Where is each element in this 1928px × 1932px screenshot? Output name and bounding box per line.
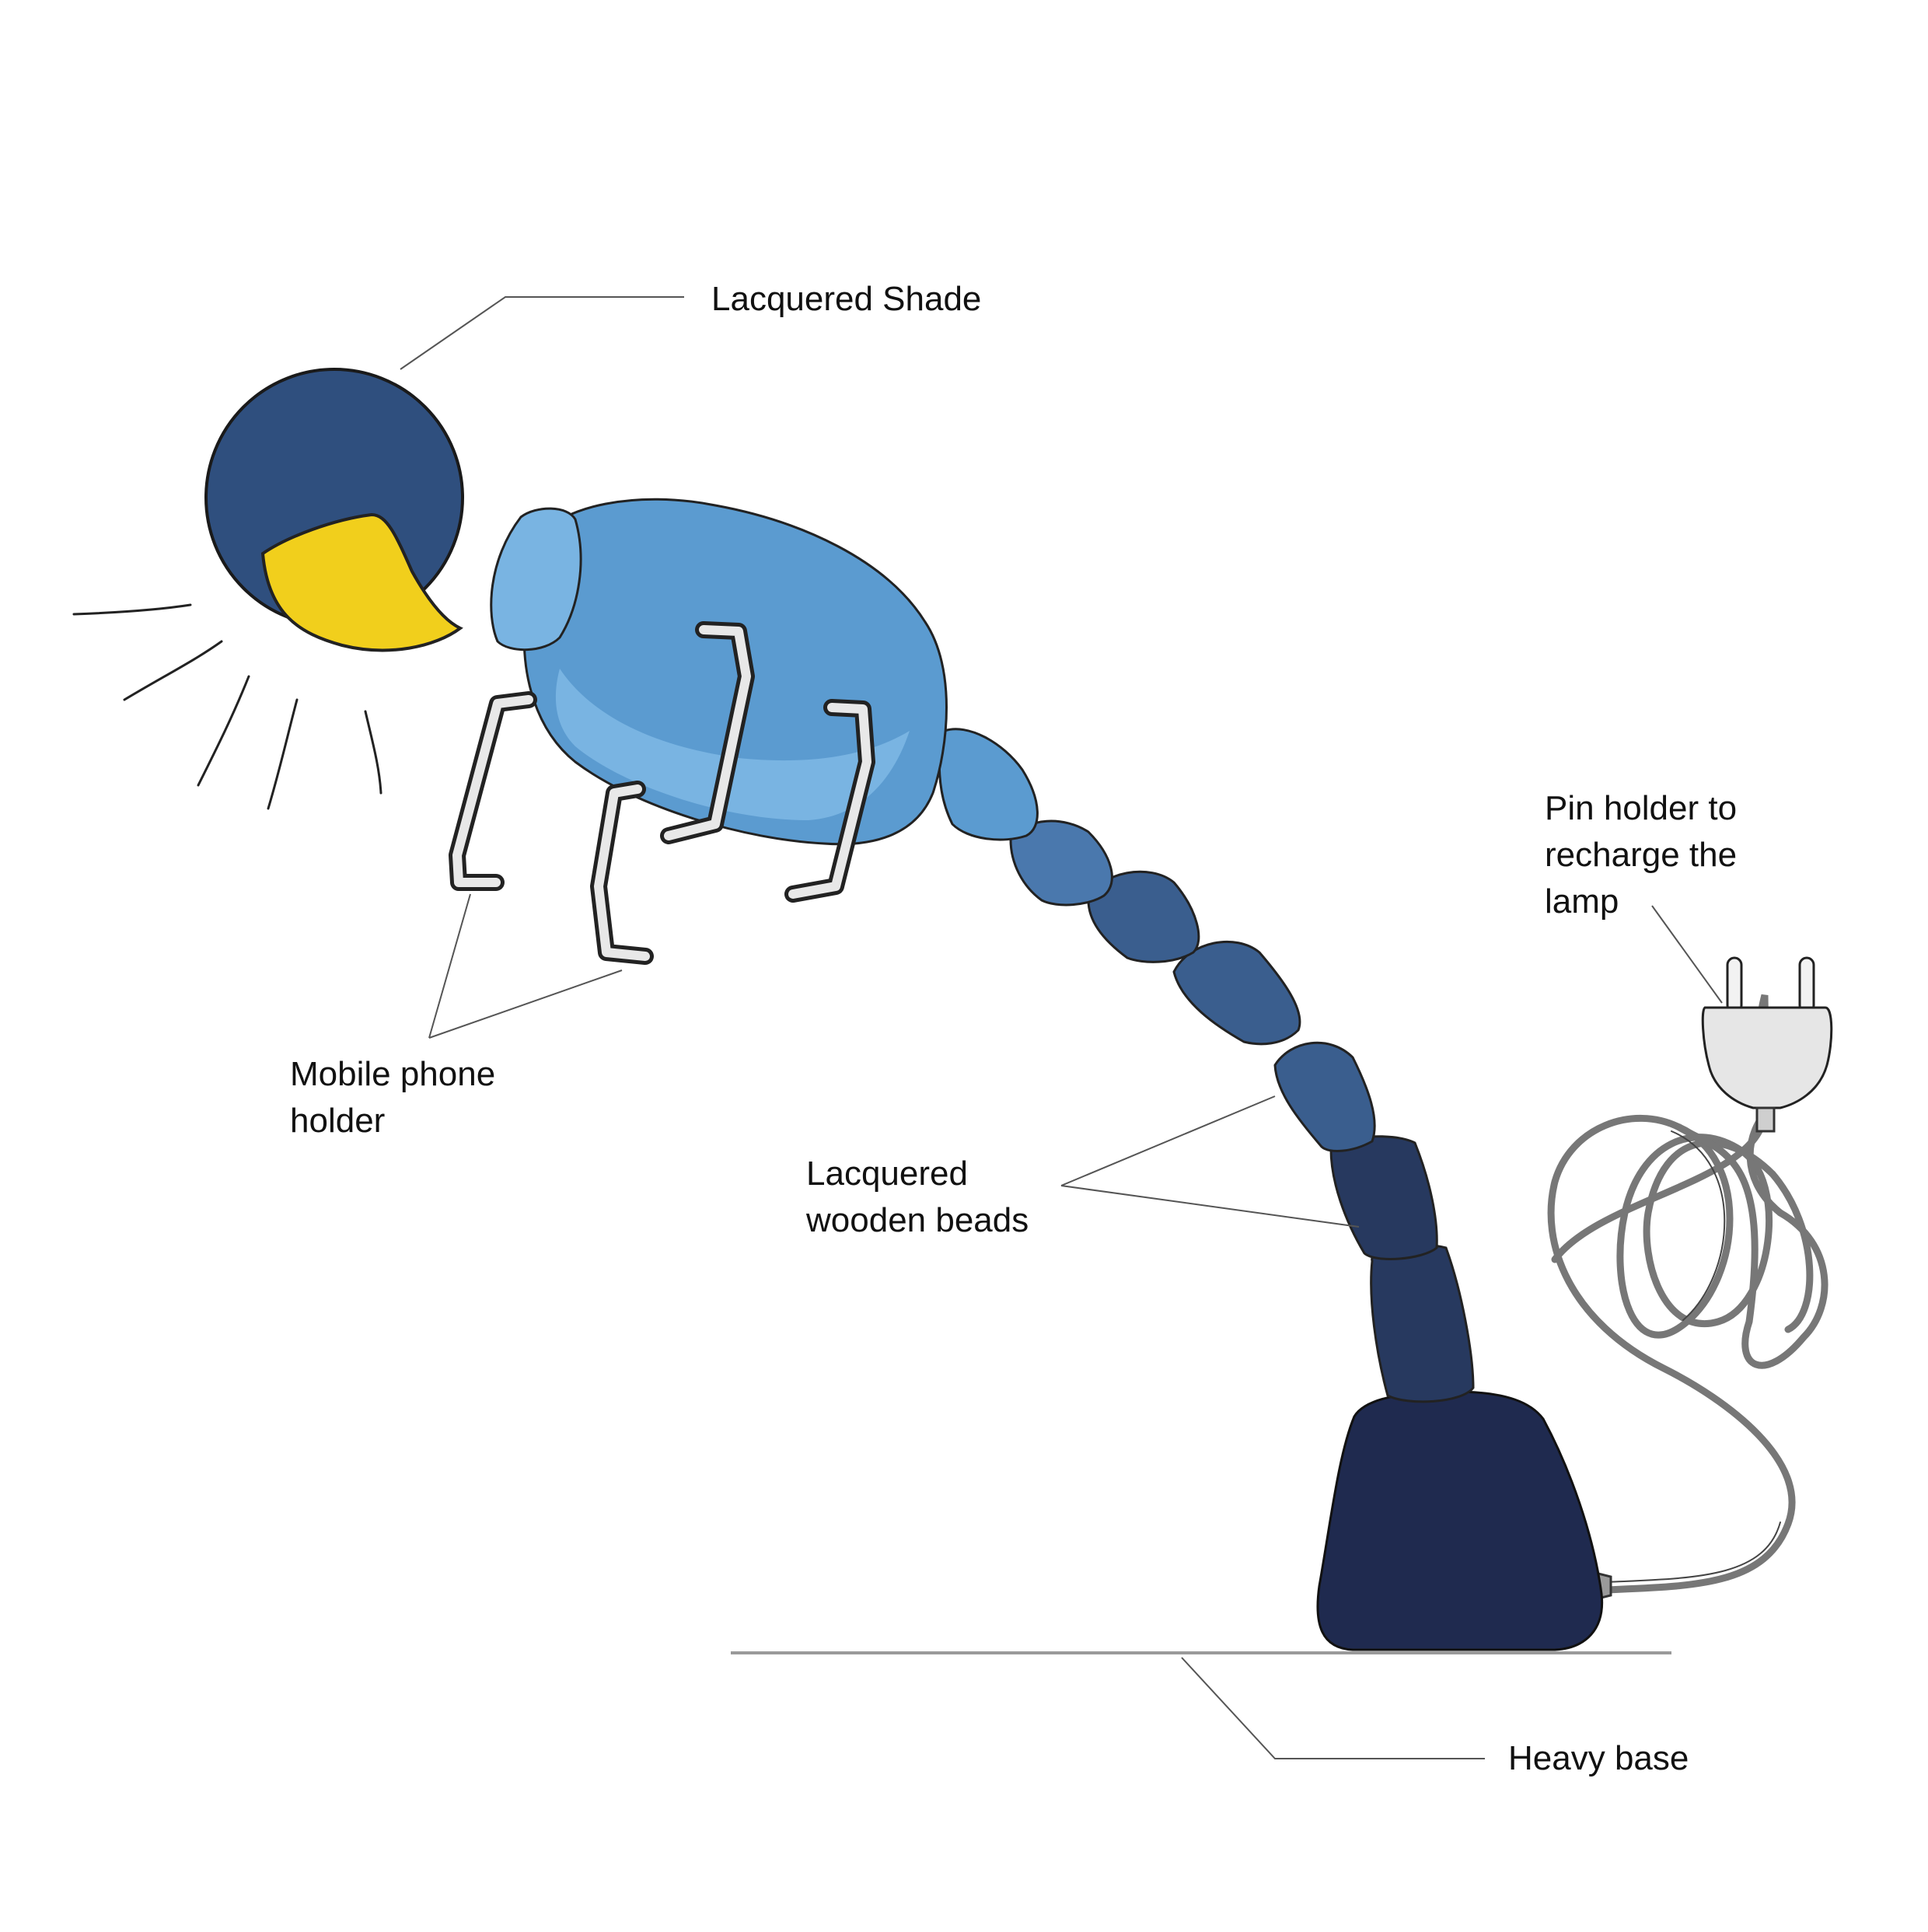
label-line: holder [290, 1102, 386, 1140]
light-rays [72, 603, 382, 810]
leader-beads-1 [1060, 1095, 1276, 1186]
lamp-collar [490, 507, 582, 652]
plug-icon [1701, 956, 1833, 1133]
label-line: Pin holder to [1545, 789, 1738, 827]
leader-base [1181, 1657, 1485, 1759]
label-pin-holder: Pin holder to recharge the lamp [1545, 785, 1737, 925]
leader-plug [1651, 905, 1723, 1004]
leader-beads-2 [1060, 1185, 1360, 1228]
bulb-opening [260, 512, 463, 652]
label-line: recharge the [1545, 836, 1738, 874]
label-line: Lacquered [806, 1155, 968, 1193]
label-line: Mobile phone [290, 1055, 496, 1093]
leader-phone-1 [428, 893, 471, 1039]
label-lacquered-shade: Lacquered Shade [711, 276, 981, 323]
power-cord [1547, 994, 1828, 1594]
label-heavy-base: Heavy base [1508, 1735, 1689, 1782]
phone-holder-legs [449, 621, 875, 965]
label-mobile-phone-holder: Mobile phone holder [290, 1051, 495, 1144]
label-line: Lacquered Shade [711, 280, 982, 318]
leader-lines [400, 296, 1723, 1759]
label-line: wooden beads [806, 1201, 1029, 1239]
heavy-base [1316, 1390, 1604, 1651]
label-wooden-beads: Lacquered wooden beads [806, 1151, 1029, 1244]
label-line: Heavy base [1508, 1739, 1689, 1777]
label-line: lamp [1545, 882, 1619, 921]
wooden-beads [938, 728, 1475, 1403]
leader-shade [400, 296, 684, 370]
leader-phone-2 [428, 969, 623, 1039]
